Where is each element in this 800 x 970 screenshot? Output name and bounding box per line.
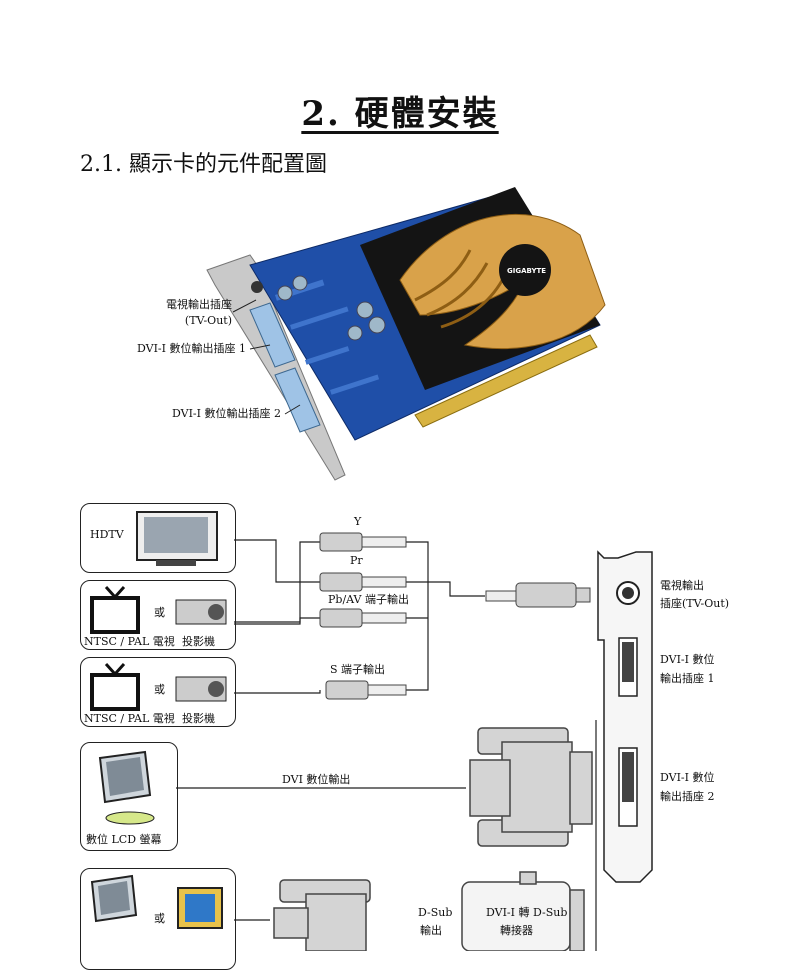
rca-plugs xyxy=(319,532,407,700)
chapter-title: 2. 硬體安裝 xyxy=(0,86,800,135)
crt-monitor-icon xyxy=(177,887,223,929)
tv-icon-1 xyxy=(90,585,140,634)
pb-av-label: Pb/AV 端子輸出 xyxy=(328,593,409,606)
bracket-dvi2-label-2: 輸出插座 2 xyxy=(660,790,715,803)
dvi-cable-connector xyxy=(469,727,593,847)
adapter-label-1: DVI-I 轉 D-Sub xyxy=(486,906,568,919)
dsub-out-label-1: D-Sub xyxy=(418,906,453,919)
ntsc-tv-label-1: NTSC / PAL 電視 xyxy=(84,635,175,648)
card-brand-logo: GIGABYTE xyxy=(507,267,546,275)
tv-out-adapter-plug xyxy=(485,582,591,608)
projector-icon-2 xyxy=(175,676,227,702)
bracket-dvi1-label-2: 輸出插座 1 xyxy=(660,672,715,685)
projector-label-1: 投影機 xyxy=(182,635,215,648)
chapter-title-text: 2. 硬體安裝 xyxy=(301,94,499,134)
bracket-dvi1-label-1: DVI-I 數位 xyxy=(660,653,715,666)
photo-dvi-connectors xyxy=(249,302,321,433)
ntsc-tv-label-2: NTSC / PAL 電視 xyxy=(84,712,175,725)
capacitors xyxy=(277,275,386,341)
adapter-label-2: 轉接器 xyxy=(500,924,533,937)
pcie-edge xyxy=(414,334,598,428)
bracket-dvi2-label-1: DVI-I 數位 xyxy=(660,771,715,784)
dvi-out-label: DVI 數位輸出 xyxy=(282,773,351,786)
hdtv-label: HDTV xyxy=(90,528,124,541)
callout-dvi1: DVI-I 數位輸出插座 1 xyxy=(137,342,246,355)
s-video-label: S 端子輸出 xyxy=(330,663,386,676)
dsub-cable-connector xyxy=(273,879,371,951)
or-label-2: 或 xyxy=(154,683,165,696)
projector-label-2: 投影機 xyxy=(182,712,215,725)
callout-dvi2: DVI-I 數位輸出插座 2 xyxy=(172,407,281,420)
hdtv-icon xyxy=(136,511,218,566)
photo-tvout-connector xyxy=(251,281,263,293)
tv-icon-2 xyxy=(90,662,140,711)
fan-hub xyxy=(499,244,551,296)
graphics-card-illustration: GIGABYTE xyxy=(206,187,606,481)
y-label: Y xyxy=(354,515,362,528)
callout-tv-out: 電視輸出插座 xyxy=(166,298,232,311)
pr-label: Pr xyxy=(350,554,363,567)
fan-blades xyxy=(414,249,507,329)
photo-callout-lines xyxy=(232,299,301,415)
lcd-monitor-icon xyxy=(98,750,155,825)
callout-tv-out-en: (TV-Out) xyxy=(184,314,232,327)
dsub-out-label-2: 輸出 xyxy=(420,924,442,937)
or-label-3: 或 xyxy=(154,912,165,925)
lcd-monitor-icon-2 xyxy=(90,874,138,923)
wires xyxy=(176,539,485,921)
card-bracket-diagram xyxy=(595,550,653,951)
lcd-label: 數位 LCD 螢幕 xyxy=(86,833,162,846)
bracket-tv-label-1: 電視輸出 xyxy=(660,579,704,592)
bracket-tv-label-2: 插座(TV-Out) xyxy=(660,597,730,610)
or-label-1: 或 xyxy=(154,606,165,619)
projector-icon-1 xyxy=(175,599,227,625)
section-title: 2.1. 顯示卡的元件配置圖 xyxy=(80,152,327,177)
connection-diagram xyxy=(90,511,653,951)
dvi-dsub-adapter xyxy=(461,871,585,951)
